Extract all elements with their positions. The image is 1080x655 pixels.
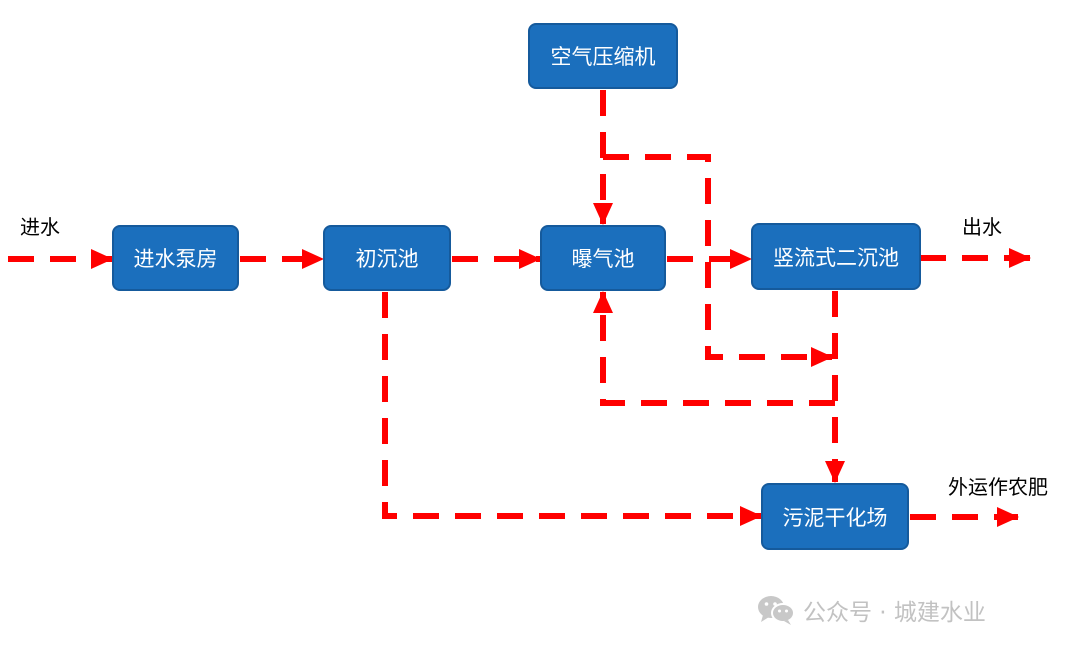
flow-air-branch: [603, 154, 833, 367]
box-sludge-drying-bed: 污泥干化场: [761, 483, 909, 550]
box-aeration-tank: 曝气池: [540, 225, 666, 291]
box-air-compressor: 空气压缩机: [528, 23, 678, 89]
box-inlet-pump-house: 进水泵房: [112, 225, 239, 291]
label-outflow: 出水: [962, 215, 1002, 239]
watermark-text: 公众号 · 城建水业: [803, 600, 986, 626]
label-fertilizer: 外运作农肥: [948, 475, 1048, 499]
box-primary-clarifier: 初沉池: [323, 225, 451, 291]
label-inflow: 进水: [20, 215, 60, 239]
flow-primary-sludge: [382, 292, 762, 526]
watermark: 公众号 · 城建水业: [757, 592, 986, 628]
wechat-icon: [758, 596, 795, 625]
flow-sludge-return: [593, 291, 835, 406]
box-vertical-secondary-clarifier: 竖流式二沉池: [751, 223, 921, 290]
